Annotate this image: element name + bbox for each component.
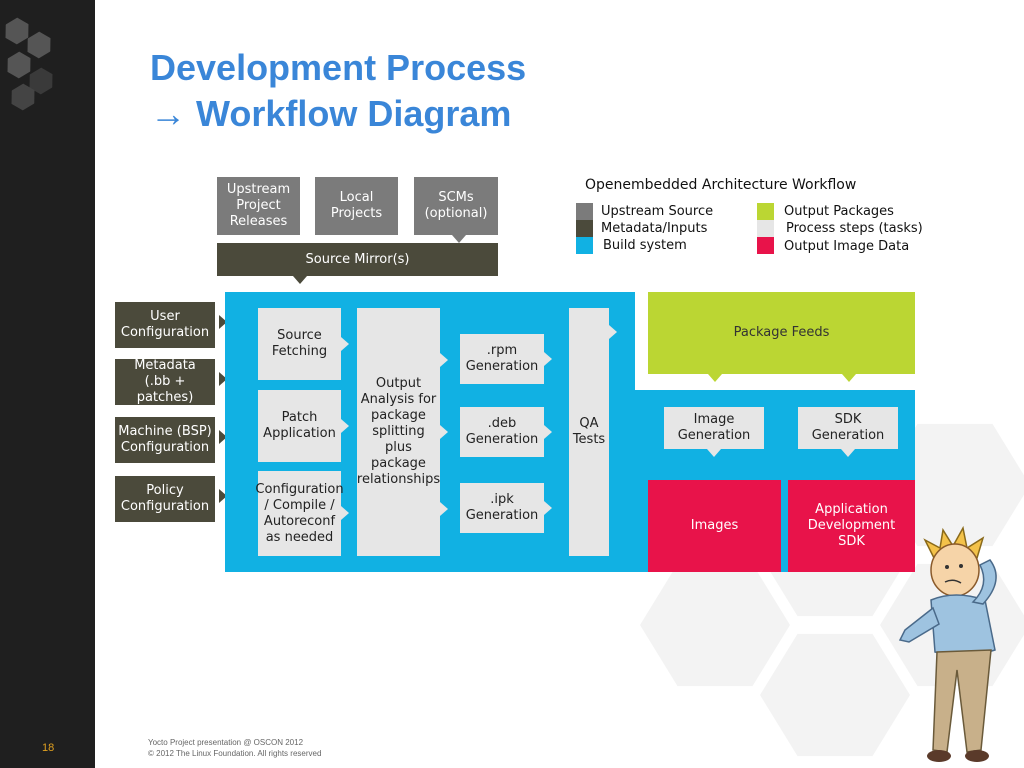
arrow-right-icon bbox=[544, 501, 552, 515]
legend-swatch-output-image bbox=[757, 237, 774, 254]
package-feeds-box: Package Feeds bbox=[648, 292, 915, 374]
legend-swatch-upstream bbox=[576, 203, 593, 220]
legend-label-process-steps: Process steps (tasks) bbox=[786, 221, 923, 236]
arrow-down-icon bbox=[708, 374, 722, 382]
rpm-generation-step: .rpm Generation bbox=[460, 334, 544, 384]
thinking-person-illustration bbox=[898, 525, 997, 762]
legend-label-upstream: Upstream Source bbox=[601, 204, 714, 219]
footer-line2: © 2012 The Linux Foundation. All rights … bbox=[148, 749, 322, 758]
arrow-right-icon bbox=[440, 502, 448, 516]
upstream-releases-box: Upstream Project Releases bbox=[217, 177, 300, 235]
arrow-down-icon bbox=[452, 235, 466, 243]
source-mirror-box: Source Mirror(s) bbox=[217, 243, 498, 276]
source-fetching-step: Source Fetching bbox=[258, 308, 341, 380]
footer-line1: Yocto Project presentation @ OSCON 2012 bbox=[148, 738, 304, 747]
machine-configuration-box: Machine (BSP) Configuration bbox=[115, 417, 215, 463]
patch-application-step: Patch Application bbox=[258, 390, 341, 462]
image-generation-step: Image Generation bbox=[664, 407, 764, 449]
legend-swatch-build-system bbox=[576, 237, 593, 254]
qa-tests-step: QA Tests bbox=[569, 308, 609, 556]
arrow-down-icon bbox=[707, 449, 721, 457]
arrow-down-icon bbox=[842, 374, 856, 382]
arrow-right-icon bbox=[341, 419, 349, 433]
arrow-right-icon bbox=[440, 425, 448, 439]
deb-generation-step: .deb Generation bbox=[460, 407, 544, 457]
arrow-right-icon bbox=[341, 337, 349, 351]
arrow-right-icon bbox=[544, 352, 552, 366]
slide-title-line2: → Workflow Diagram bbox=[150, 93, 512, 134]
legend-label-metadata: Metadata/Inputs bbox=[601, 221, 708, 236]
images-output-box: Images bbox=[648, 480, 781, 572]
legend-label-build-system: Build system bbox=[603, 238, 687, 253]
slide-sidebar bbox=[0, 0, 95, 768]
output-analysis-step: Output Analysis for package splitting pl… bbox=[357, 308, 440, 556]
user-configuration-box: User Configuration bbox=[115, 302, 215, 348]
scms-box: SCMs (optional) bbox=[414, 177, 498, 235]
arrow-right-icon bbox=[440, 353, 448, 367]
background-hexagon bbox=[640, 563, 790, 687]
arrow-right-icon bbox=[544, 425, 552, 439]
arrow-right-icon bbox=[341, 506, 349, 520]
local-projects-box: Local Projects bbox=[315, 177, 398, 235]
legend-title: Openembedded Architecture Workflow bbox=[585, 177, 857, 193]
legend-swatch-metadata bbox=[576, 220, 593, 237]
configure-compile-step: Configuration / Compile / Autoreconf as … bbox=[255, 471, 344, 556]
page-number: 18 bbox=[42, 742, 55, 754]
arrow-down-icon bbox=[293, 276, 307, 284]
arrow-right-icon bbox=[609, 325, 617, 339]
slide-title-line1: Development Process bbox=[150, 47, 527, 88]
legend-label-output-image: Output Image Data bbox=[784, 239, 910, 254]
background-hexagon bbox=[760, 633, 910, 757]
policy-configuration-box: Policy Configuration bbox=[115, 476, 215, 522]
legend-swatch-process-steps bbox=[757, 220, 774, 237]
metadata-box: Metadata (.bb + patches) bbox=[115, 358, 215, 405]
arrow-down-icon bbox=[841, 449, 855, 457]
legend-swatch-output-packages bbox=[757, 203, 774, 220]
legend-label-output-packages: Output Packages bbox=[784, 204, 894, 219]
sdk-generation-step: SDK Generation bbox=[798, 407, 898, 449]
ipk-generation-step: .ipk Generation bbox=[460, 483, 544, 533]
app-sdk-output-box: Application Development SDK bbox=[788, 480, 915, 572]
